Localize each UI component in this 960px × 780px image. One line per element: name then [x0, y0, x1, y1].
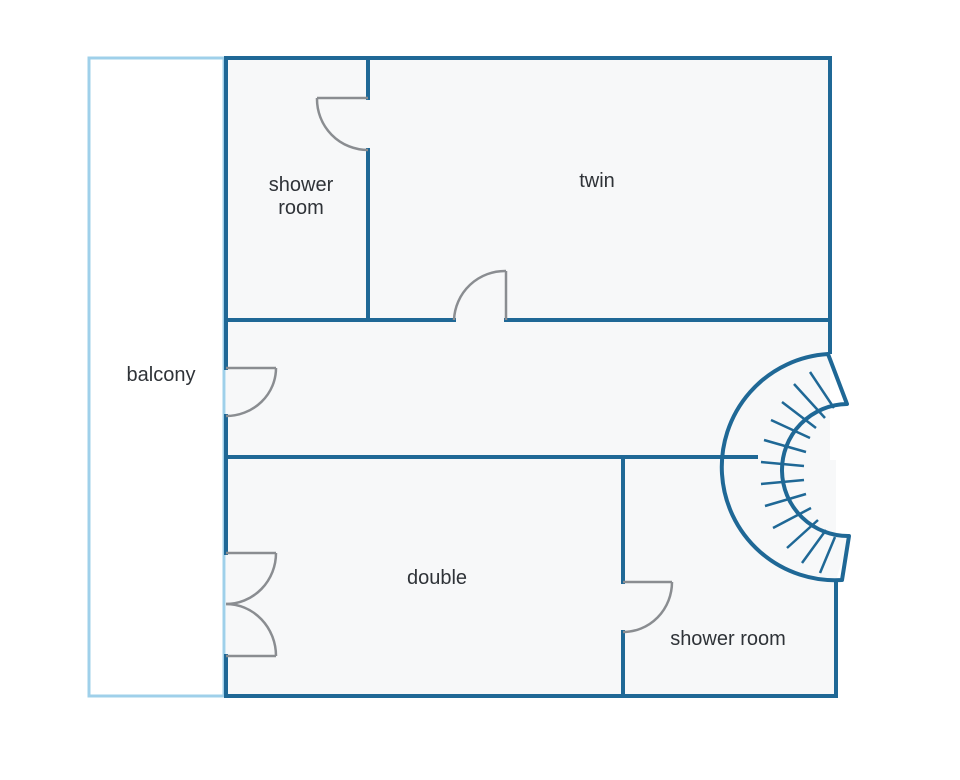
- room-label-shower-room-top: shower room: [268, 174, 334, 219]
- walls: [224, 56, 838, 698]
- door-twin: [452, 269, 508, 321]
- room-label-double: double: [406, 567, 468, 589]
- staircase: [719, 352, 851, 583]
- door-balcony-double-lower: [225, 602, 278, 658]
- staircase-fill: [777, 354, 850, 580]
- door-balcony-double-upper: [225, 551, 278, 606]
- doors: [225, 96, 674, 658]
- room-label-balcony: balcony: [126, 364, 196, 386]
- door-balcony-corridor: [225, 366, 278, 418]
- room-label-twin: twin: [579, 170, 615, 192]
- door-top-shower-room: [315, 96, 369, 152]
- room-floors: [226, 59, 836, 696]
- balcony-area: [87, 56, 226, 698]
- room-label-shower-room-bottom: shower room: [670, 628, 786, 650]
- door-bottom-shower-room: [622, 580, 674, 634]
